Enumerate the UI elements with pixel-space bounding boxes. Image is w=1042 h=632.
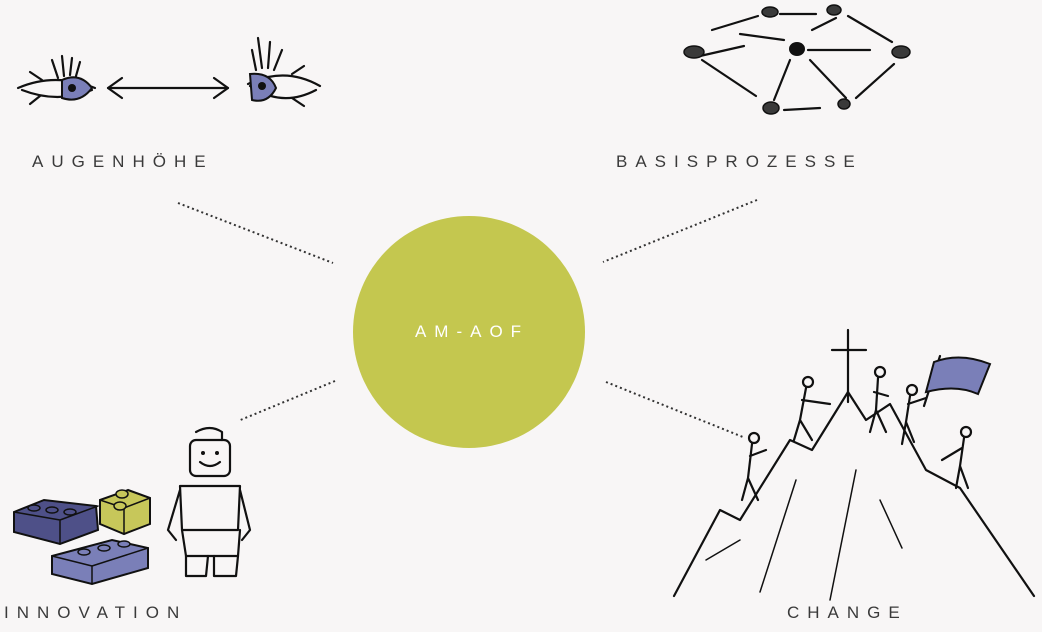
node-label-augenhoehe: AUGENHÖHE [32, 152, 214, 171]
center-hub: AM-AOF [353, 216, 585, 448]
node-label-basisprozesse: BASISPROZESSE [616, 152, 863, 171]
center-label: AM-AOF [414, 322, 530, 341]
node-label-change: CHANGE [787, 603, 908, 622]
node-label-innovation: INNOVATION [4, 603, 188, 622]
